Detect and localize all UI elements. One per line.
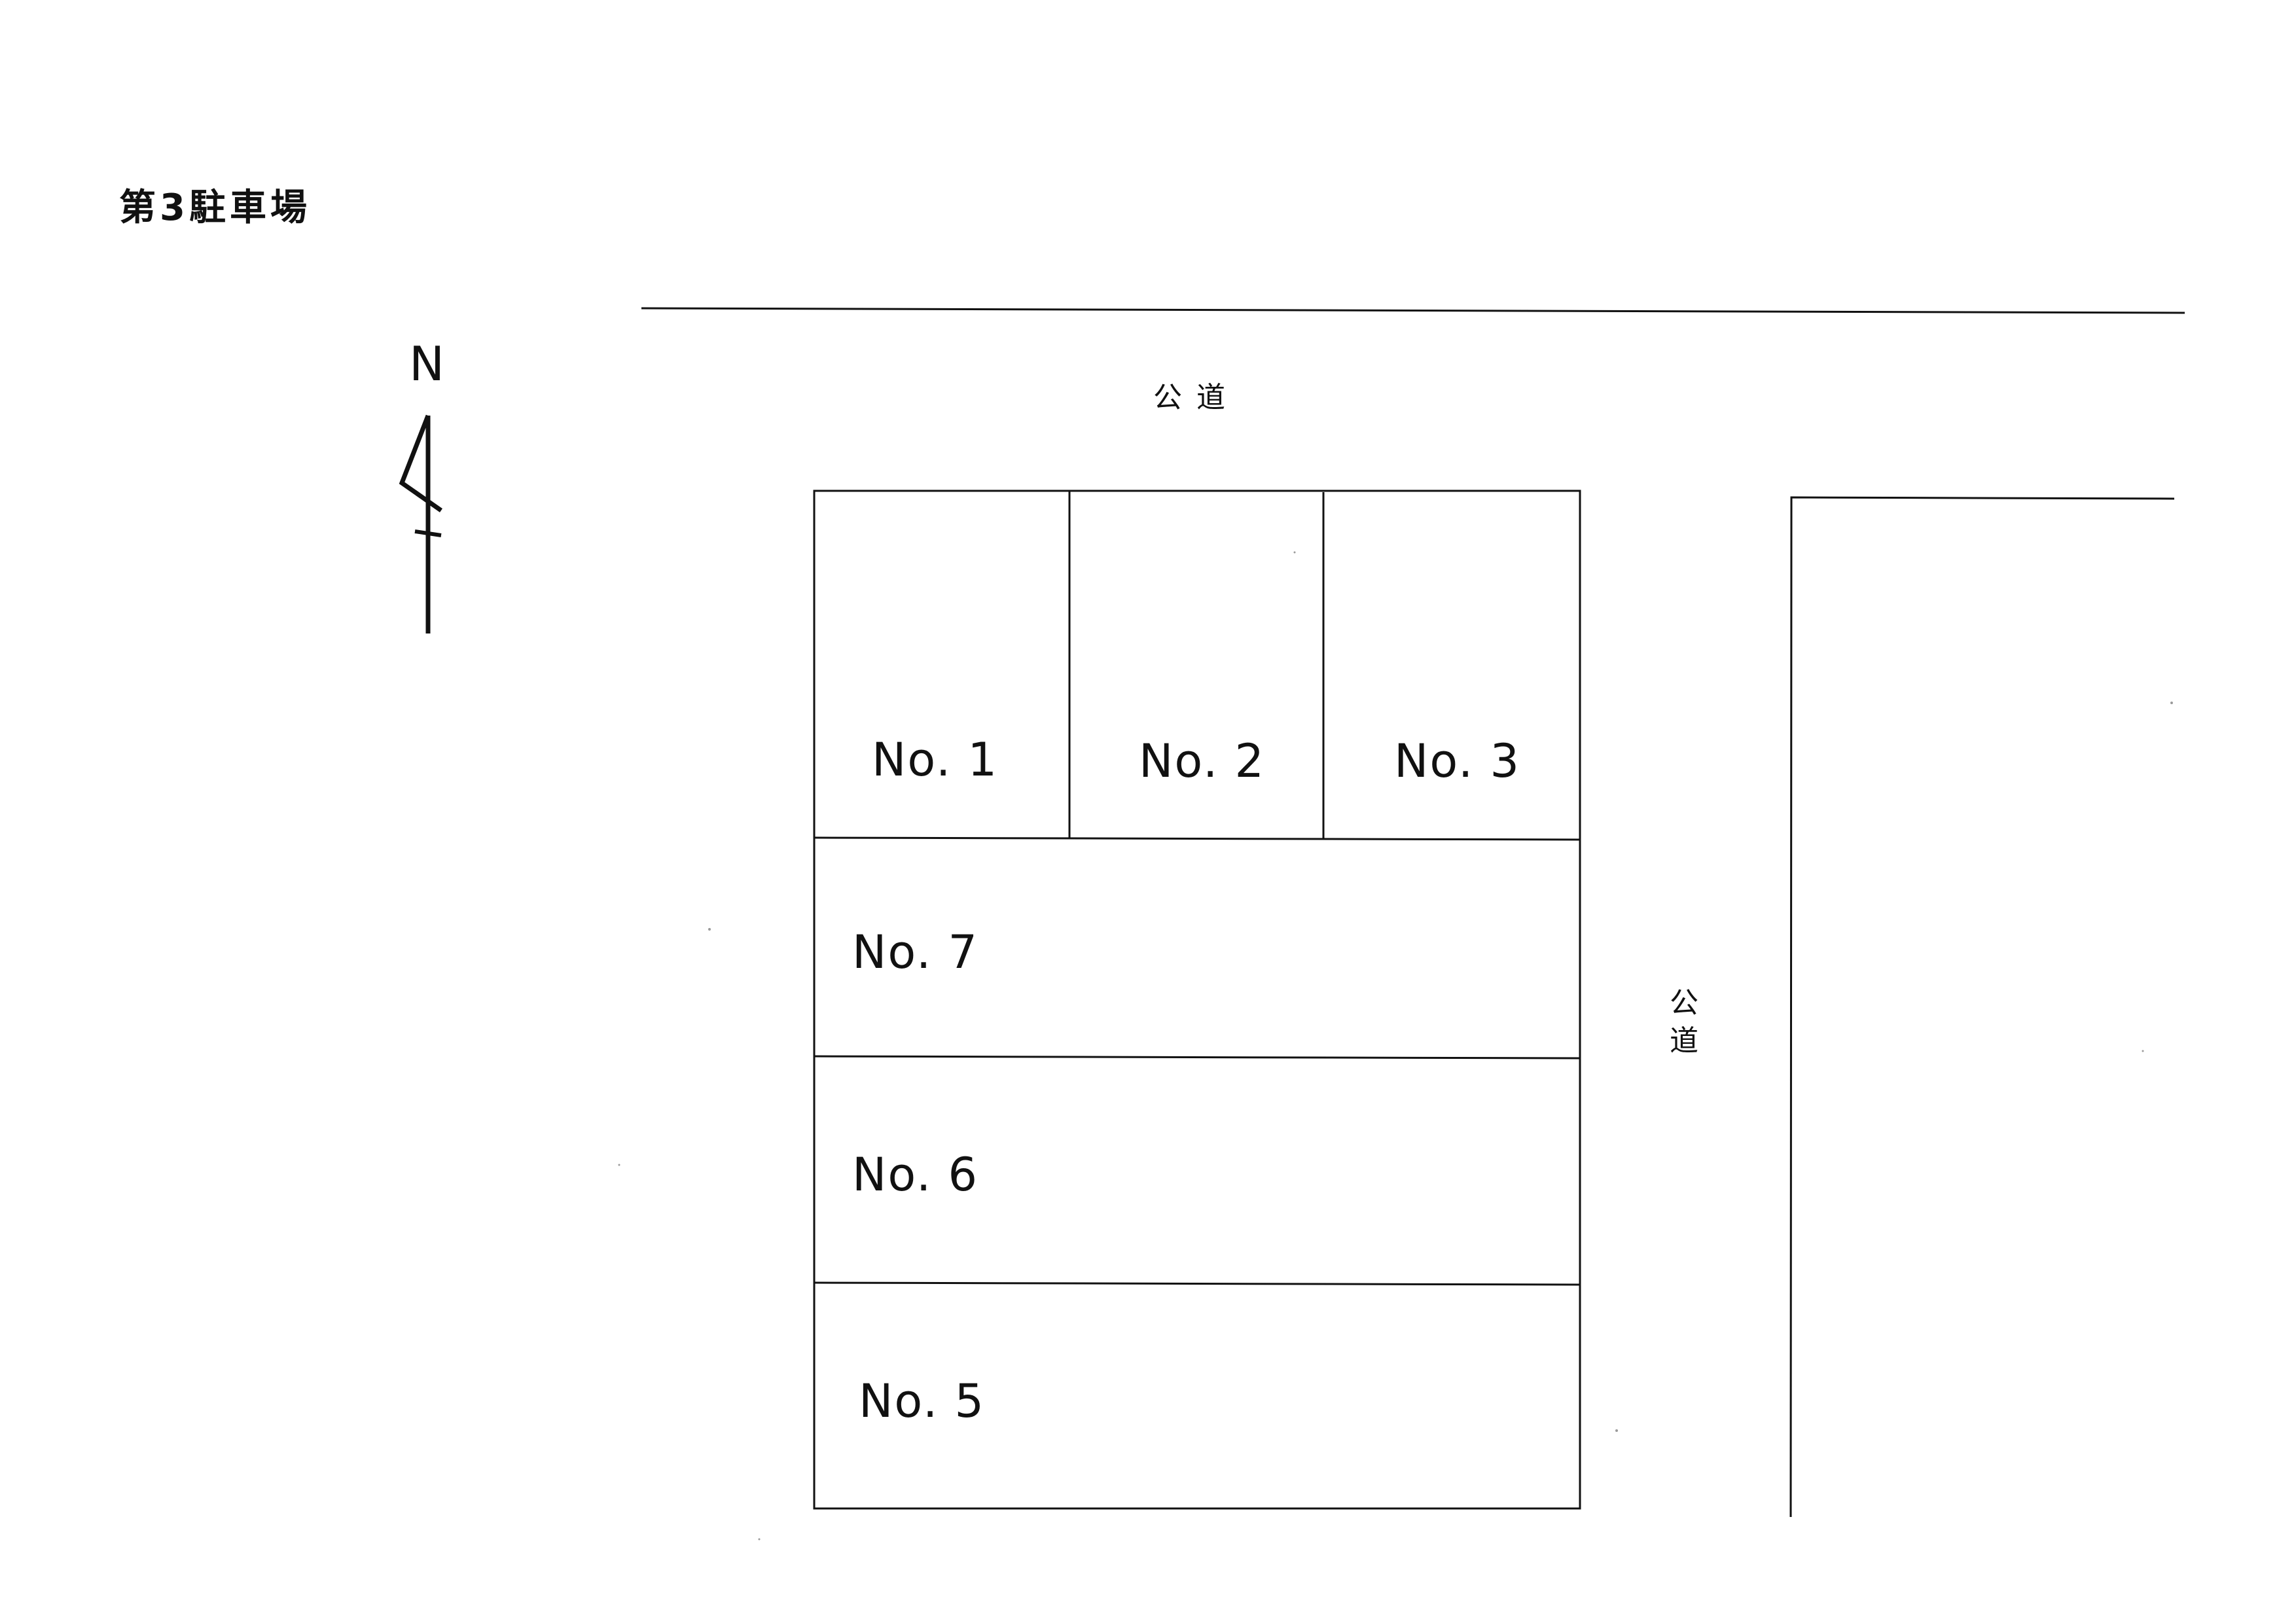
page-title: 第3駐車場 xyxy=(119,187,311,229)
stall-no-2: No. 2 xyxy=(1139,734,1265,788)
stall-divider xyxy=(814,1055,1581,1060)
lot-outline xyxy=(813,490,1581,1510)
road-label-side: 公 道 xyxy=(1668,984,1700,1060)
north-label: N xyxy=(409,336,444,391)
road-label-side-char: 道 xyxy=(1670,1024,1698,1058)
stall-divider xyxy=(814,1281,1581,1286)
scan-specks xyxy=(618,551,2173,1541)
stall-no-1: No. 1 xyxy=(872,733,998,787)
stall-no-5: No. 5 xyxy=(859,1374,985,1428)
stall-no-7: No. 7 xyxy=(852,925,978,979)
stall-no-6: No. 6 xyxy=(852,1148,978,1202)
road-top-edge xyxy=(641,307,2185,314)
road-side-edge xyxy=(1789,496,2175,1518)
road-label-top: 公道 xyxy=(1153,381,1240,414)
stall-no-3: No. 3 xyxy=(1394,734,1520,788)
stall-divider xyxy=(814,836,1581,841)
north-arrow-icon xyxy=(399,414,443,633)
road-label-side-char: 公 xyxy=(1670,986,1698,1020)
